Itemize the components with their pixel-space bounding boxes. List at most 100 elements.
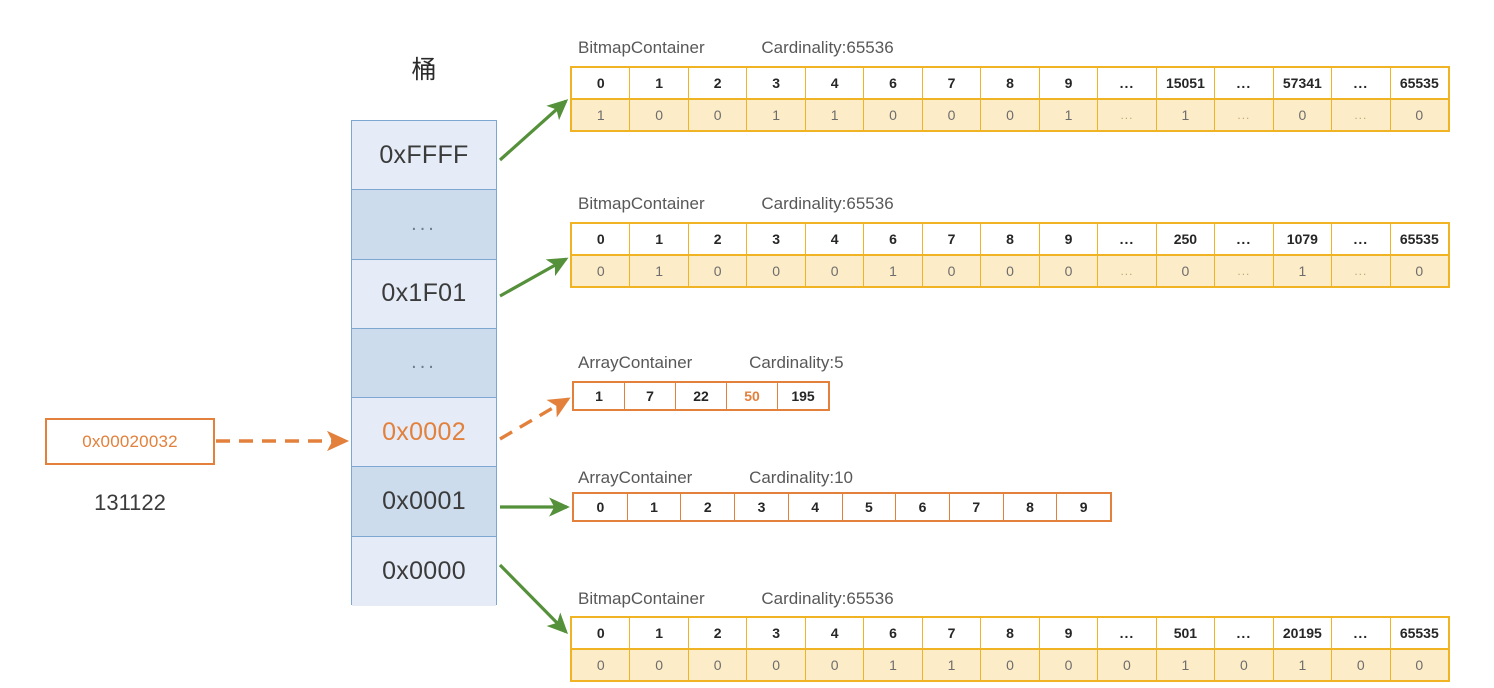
arrow-bucket-to-array-five [499,397,571,441]
array-cell: 6 [896,494,950,520]
container-type-label: ArrayContainer [578,353,693,372]
bitmap-key-cell: 7 [923,618,982,648]
bitmap-bit-cell: 1 [1274,650,1333,680]
bitmap-key-cell: 0 [572,68,631,98]
bucket-cell-label: ... [411,212,437,235]
array-cell-highlighted: 50 [727,383,778,409]
source-hex-label: 0x00020032 [82,431,178,451]
bitmap-key-cell: 7 [923,224,982,254]
bitmap-key-cell: 2 [689,224,748,254]
bucket-cell-0[interactable]: 0xFFFF [352,121,496,191]
cardinality-label: Cardinality:5 [749,353,844,372]
bitmap-bit-cell: 0 [806,650,865,680]
bitmap-bit-cell: 0 [747,256,806,286]
bitmap-key-cell: 6 [864,68,923,98]
bitmap-top-caption: BitmapContainer Cardinality:65536 [578,38,894,58]
bucket-cell-label: 0x1F01 [381,279,467,308]
arrow-bucket-ffff-to-bitmap [498,99,569,162]
array-cell: 8 [1004,494,1058,520]
bucket-column: 0xFFFF ... 0x1F01 ... 0x0002 0x0001 0x00… [351,120,497,606]
array-five-caption: ArrayContainer Cardinality:5 [578,353,844,373]
bitmap-key-cell: ... [1098,224,1157,254]
container-type-label: BitmapContainer [578,194,705,213]
bucket-cell-3: ... [352,328,496,399]
bitmap-bit-cell: 0 [1332,650,1391,680]
bitmap-key-cell: ... [1215,618,1274,648]
bitmap-bit-cell: 0 [923,256,982,286]
bitmap-key-cell: 9 [1040,618,1099,648]
bitmap-bit-cell: 0 [981,256,1040,286]
bucket-cell-label: 0xFFFF [379,140,469,169]
array-ten-caption: ArrayContainer Cardinality:10 [578,468,853,488]
bucket-cell-label: 0x0001 [382,486,466,515]
bitmap-bit-cell: 1 [630,256,689,286]
bitmap-bit-cell: 1 [1157,650,1216,680]
array-cell: 1 [574,383,625,409]
bitmap-bit-cell: 1 [923,650,982,680]
bitmap-bit-cell: 1 [806,100,865,130]
bitmap-bit-cell: 0 [981,650,1040,680]
source-hex-box: 0x00020032 [45,418,215,465]
bitmap-key-cell: 3 [747,224,806,254]
bitmap-key-cell: 6 [864,618,923,648]
bitmap-key-cell: 8 [981,618,1040,648]
bitmap-bit-cell: ... [1098,100,1157,130]
bitmap-bit-cell: ... [1332,256,1391,286]
bitmap-key-cell: 1079 [1274,224,1333,254]
bitmap-bit-cell: 1 [747,100,806,130]
bitmap-key-cell: 20195 [1274,618,1333,648]
bitmap-key-cell: 6 [864,224,923,254]
bitmap-key-cell: ... [1098,618,1157,648]
bucket-cell-4-selected[interactable]: 0x0002 [352,398,496,468]
bitmap-key-cell: 250 [1157,224,1216,254]
bitmap-bit-cell: 0 [1415,657,1424,673]
bitmap-bit-cell: ... [1332,100,1391,130]
bitmap-bit-cell: 0 [981,100,1040,130]
bitmap-key-cell: 1 [630,224,689,254]
bitmap-bit-cell: 1 [1157,100,1216,130]
bitmap-key-cell: 4 [806,618,865,648]
bitmap-bit-cell: 0 [630,650,689,680]
bitmap-key-cell: 65535 [1399,231,1439,247]
cardinality-label: Cardinality:65536 [761,38,894,57]
bitmap-bit-cell: 0 [1040,256,1099,286]
array-cell: 2 [681,494,736,520]
bitmap-bit-cell: 0 [1415,263,1424,279]
bitmap-key-cell: 2 [689,68,748,98]
bitmap-key-cell: 15051 [1157,68,1216,98]
bucket-cell-2[interactable]: 0x1F01 [352,259,496,329]
array-cell: 4 [789,494,843,520]
bucket-cell-label: 0x0000 [382,556,466,585]
bitmap-key-cell: ... [1332,224,1391,254]
bitmap-key-cell: 7 [923,68,982,98]
bitmap-key-cell: 2 [689,618,748,648]
bitmap-key-cell: ... [1332,618,1391,648]
bucket-cell-1: ... [352,190,496,260]
array-cell: 9 [1079,499,1088,515]
bitmap-bit-cell: 0 [572,650,631,680]
array-cell: 3 [735,494,789,520]
bitmap-bit-cell: 0 [1215,650,1274,680]
bitmap-bit-cell: ... [1098,256,1157,286]
bitmap-key-cell: ... [1332,68,1391,98]
bitmap-bottom-caption: BitmapContainer Cardinality:65536 [578,589,894,609]
bucket-cell-5[interactable]: 0x0001 [352,467,496,537]
bitmap-key-cell: 1 [630,68,689,98]
bitmap-bit-cell: ... [1215,256,1274,286]
bitmap-key-cell: ... [1098,68,1157,98]
bitmap-key-cell: 3 [747,68,806,98]
bitmap-key-cell: 3 [747,618,806,648]
bitmap-bit-cell: 1 [1040,100,1099,130]
bitmap-bit-cell: ... [1215,100,1274,130]
bitmap-key-cell: 65535 [1399,625,1439,641]
bucket-cell-6[interactable]: 0x0000 [352,536,496,606]
bitmap-second-caption: BitmapContainer Cardinality:65536 [578,194,894,214]
bitmap-key-cell: ... [1215,68,1274,98]
bitmap-key-cell: 57341 [1274,68,1333,98]
